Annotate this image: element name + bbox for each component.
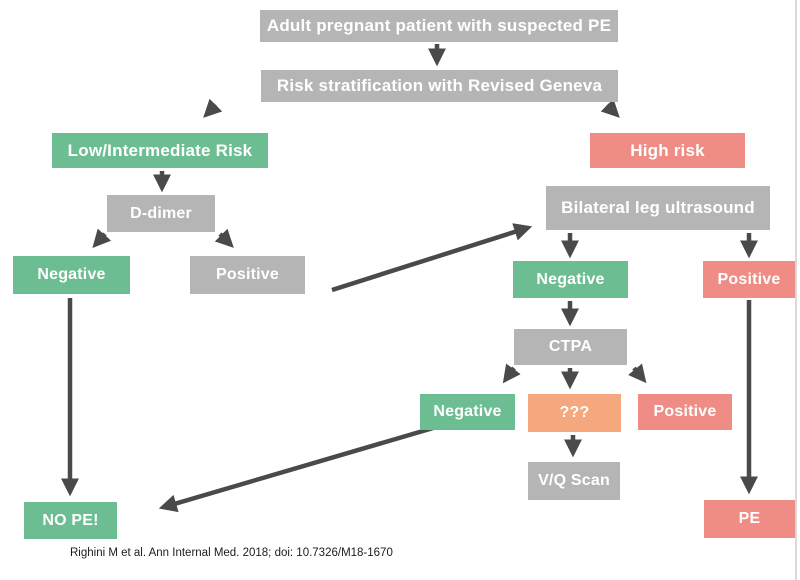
arrow-ctpanegative-to-nope [158, 423, 441, 513]
node-pe: PE [704, 500, 795, 538]
arrow-ddimer-to-negative [92, 228, 112, 249]
arrow-positive-to-ultrasound [331, 223, 533, 293]
node-no-pe: NO PE! [24, 502, 117, 539]
node-d-dimer-positive: Positive [190, 256, 305, 294]
node-ctpa-indeterminate: ??? [528, 394, 621, 432]
node-ctpa: CTPA [514, 329, 627, 365]
node-risk-stratification: Risk stratification with Revised Geneva [261, 70, 618, 102]
page-edge-divider [795, 0, 797, 580]
node-ctpa-negative: Negative [420, 394, 515, 430]
node-vq-scan: V/Q Scan [528, 462, 620, 500]
node-high-risk: High risk [590, 133, 745, 168]
node-d-dimer: D-dimer [107, 195, 215, 232]
node-d-dimer-negative: Negative [13, 256, 130, 294]
arrow-ctpa-to-positive [628, 363, 647, 384]
node-start: Adult pregnant patient with suspected PE [260, 10, 618, 42]
arrow-ctpa-to-negative [502, 363, 521, 384]
node-bilateral-leg-ultrasound: Bilateral leg ultrasound [546, 186, 770, 230]
node-low-intermediate-risk: Low/Intermediate Risk [52, 133, 268, 168]
citation-text: Righini M et al. Ann Internal Med. 2018;… [70, 547, 393, 559]
node-ultrasound-negative: Negative [513, 261, 628, 298]
arrow-riskstrat-to-highrisk [600, 98, 620, 118]
arrow-riskstrat-to-lowint [203, 98, 223, 118]
node-ultrasound-positive: Positive [703, 261, 795, 298]
arrow-ddimer-to-positive [214, 228, 234, 248]
node-ctpa-positive: Positive [638, 394, 732, 430]
